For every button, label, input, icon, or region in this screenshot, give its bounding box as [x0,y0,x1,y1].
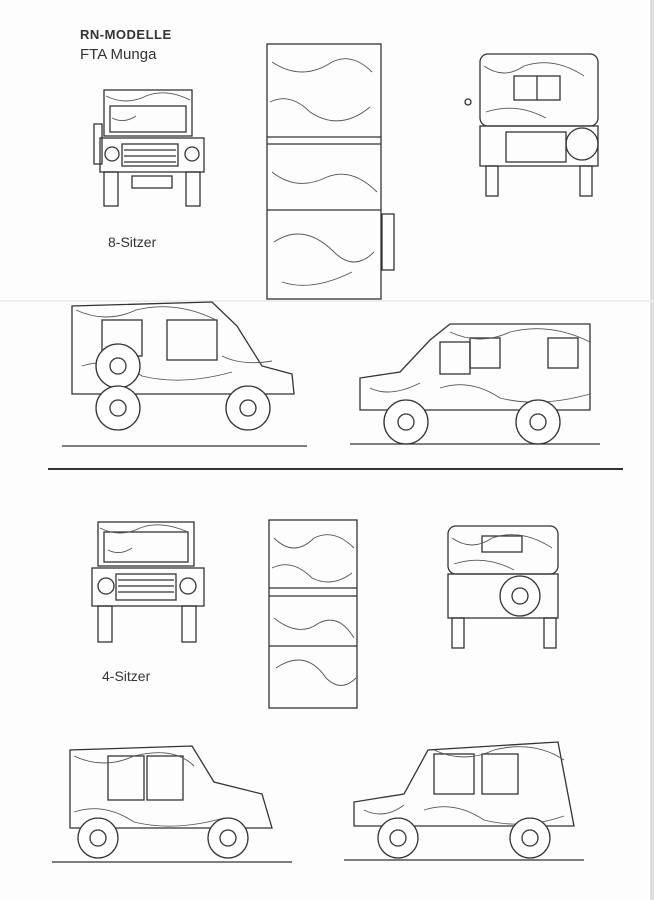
section-label-8-sitzer: 8-Sitzer [108,234,157,250]
front-view-4-sitzer [91,521,205,643]
rear-view-4-sitzer [447,525,559,649]
left-side-view-8-sitzer [62,301,307,447]
top-view-8-sitzer [266,43,395,300]
page-edge [650,0,654,900]
model-title: FTA Munga [80,46,157,63]
front-view-8-sitzer [93,89,205,207]
right-side-view-8-sitzer [350,323,600,445]
section-divider [48,468,623,470]
left-side-view-4-sitzer [52,745,292,863]
rear-view-8-sitzer [464,53,599,197]
right-side-view-4-sitzer [344,741,584,861]
section-label-4-sitzer: 4-Sitzer [102,668,151,684]
top-view-4-sitzer [268,519,358,709]
fold-line [0,300,654,302]
brand-logo: RN-MODELLE [80,27,172,42]
